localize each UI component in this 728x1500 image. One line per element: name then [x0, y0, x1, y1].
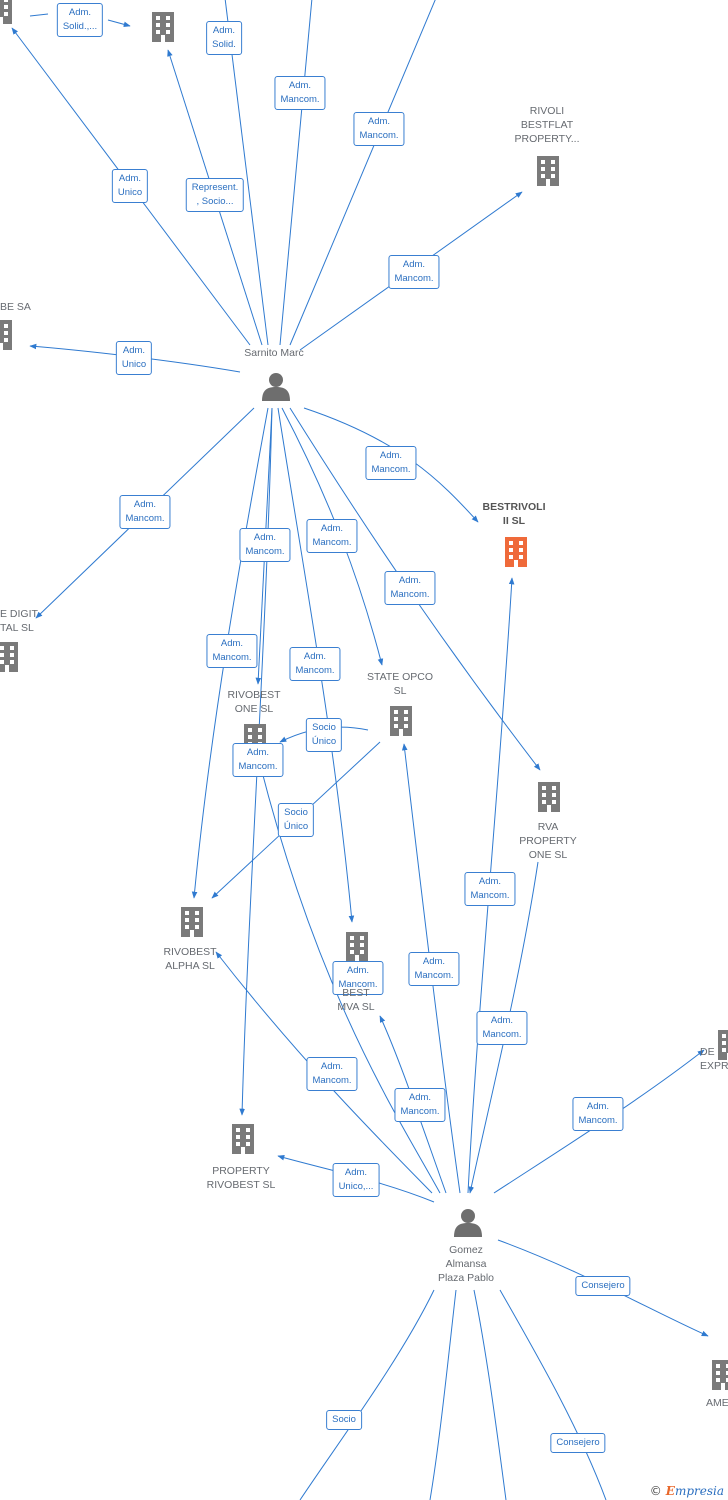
company-building-icon[interactable] [346, 932, 368, 962]
company-building-icon[interactable] [390, 706, 412, 736]
company-name-label[interactable]: RIVOBEST ONE SL [227, 689, 281, 715]
connection-line [299, 1289, 435, 1500]
company-building-icon[interactable] [181, 907, 203, 937]
relationship-label[interactable]: Adm. Mancom. [394, 1088, 446, 1122]
relationship-label[interactable]: Adm. Mancom. [476, 1011, 528, 1045]
connection-line [258, 763, 441, 1194]
brand-footer: ©Empresia [650, 1484, 724, 1498]
relationship-label[interactable]: Socio Único [305, 718, 343, 752]
connection-line [499, 1289, 607, 1500]
company-building-icon[interactable] [232, 1124, 254, 1154]
person-name-label[interactable]: Gomez Almansa Plaza Pablo [437, 1244, 495, 1284]
company-name-label[interactable]: STATE OPCO SL [366, 671, 434, 697]
company-building-icon[interactable] [538, 782, 560, 812]
company-name-label[interactable]: PROPERTY RIVOBEST SL [206, 1165, 276, 1191]
brand-name: mpresia [674, 1484, 724, 1498]
company-name-label[interactable]: RIVOBEST ALPHA SL [163, 946, 217, 972]
relationship-label[interactable]: Adm. Mancom. [232, 743, 284, 777]
relationship-label[interactable]: Consejero [575, 1276, 631, 1296]
person-icon[interactable] [454, 1209, 482, 1237]
relationship-label[interactable]: Socio [326, 1410, 362, 1430]
relationship-label[interactable]: Adm. Mancom. [365, 446, 417, 480]
company-building-icon[interactable] [0, 642, 18, 672]
company-name-label[interactable]: AME [706, 1397, 728, 1409]
relationship-label[interactable]: Adm. Mancom. [274, 76, 326, 110]
copyright-symbol: © [649, 1484, 662, 1498]
relationship-label[interactable]: Adm. Mancom. [239, 528, 291, 562]
relationship-label[interactable]: Adm. Mancom. [306, 1057, 358, 1091]
relationship-label[interactable]: Adm. Unico [111, 169, 149, 203]
relationship-label[interactable]: Adm. Mancom. [119, 495, 171, 529]
company-building-icon[interactable] [505, 537, 527, 567]
relationship-label[interactable]: Adm. Mancom. [353, 112, 405, 146]
connection-line [29, 13, 49, 17]
connection-line [473, 1289, 507, 1500]
relationship-label[interactable]: Adm. Mancom. [206, 634, 258, 668]
relationship-label[interactable]: Adm. Mancom. [388, 255, 440, 289]
relationship-label[interactable]: Adm. Unico [115, 341, 153, 375]
relationship-label[interactable]: Adm. Mancom. [384, 571, 436, 605]
connection-line [107, 19, 131, 28]
company-building-icon[interactable] [712, 1360, 728, 1390]
company-building-icon[interactable] [152, 12, 174, 42]
relationship-label[interactable]: Adm. Mancom. [332, 961, 384, 995]
relationship-label[interactable]: Adm. Mancom. [289, 647, 341, 681]
person-icon[interactable] [262, 373, 290, 401]
person-name-label[interactable]: Sarnito Marc [244, 347, 304, 359]
company-name-label[interactable]: BEST MVA SL [337, 987, 375, 1013]
relationship-label[interactable]: Adm. Solid.,... [56, 3, 104, 37]
company-name-label[interactable]: BE SA [0, 301, 31, 313]
company-name-label[interactable]: E DIGIT TAL SL [0, 608, 38, 634]
connection-line [224, 0, 269, 346]
company-building-icon[interactable] [0, 0, 12, 24]
relationship-label[interactable]: Socio Único [277, 803, 315, 837]
company-name-label[interactable]: RIVOLI BESTFLAT PROPERTY... [514, 105, 580, 145]
relationship-label[interactable]: Adm. Mancom. [572, 1097, 624, 1131]
connection-line [429, 1289, 457, 1500]
company-building-icon[interactable] [0, 320, 12, 350]
company-building-icon[interactable] [537, 156, 559, 186]
company-name-label[interactable]: DE EXPR [700, 1046, 728, 1072]
relationship-label[interactable]: Represent. , Socio... [185, 178, 245, 212]
relationship-label[interactable]: Consejero [550, 1433, 606, 1453]
relationship-label[interactable]: Adm. Mancom. [408, 952, 460, 986]
brand-initial: E [665, 1484, 675, 1498]
connection-line [279, 0, 313, 346]
relationship-label[interactable]: Adm. Mancom. [306, 519, 358, 553]
company-name-label[interactable]: RVA PROPERTY ONE SL [519, 821, 577, 861]
relationship-label[interactable]: Adm. Unico,... [332, 1163, 380, 1197]
connection-line [289, 0, 436, 346]
connection-line [215, 951, 433, 1194]
company-name-label[interactable]: BESTRIVOLI II SL [482, 501, 546, 527]
relationship-label[interactable]: Adm. Solid. [206, 21, 242, 55]
relationship-label[interactable]: Adm. Mancom. [464, 872, 516, 906]
